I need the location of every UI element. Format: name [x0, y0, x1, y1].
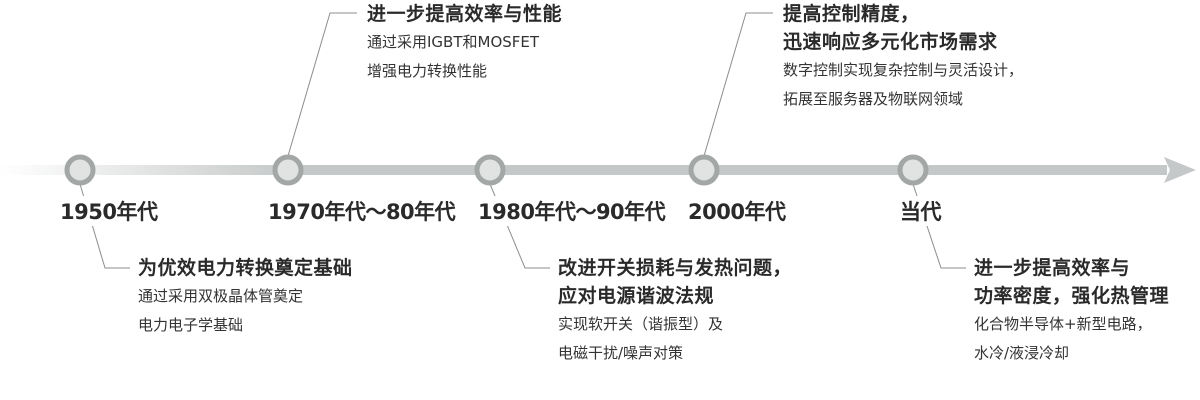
connector-1970 — [287, 12, 357, 157]
era-label-2000s: 2000年代 — [686, 196, 788, 226]
callout-desc: 电磁干扰/噪声对策 — [558, 344, 684, 362]
node-1950 — [64, 154, 96, 186]
era-label-1980s-90s: 1980年代～90年代 — [476, 196, 668, 226]
era-label-now: 当代 — [898, 196, 943, 226]
callout-desc: 水冷/液浸冷却 — [974, 344, 1070, 362]
callout-1970s-80s: 进一步提高效率与性能 通过采用IGBT和MOSFET 增强电力转换性能 — [367, 0, 562, 86]
callout-desc: 电力电子学基础 — [138, 316, 244, 334]
node-1980 — [474, 154, 506, 186]
callout-title: 为优效电力转换奠定基础 — [138, 257, 353, 279]
callout-title: 应对电源谐波法规 — [558, 285, 715, 307]
era-label-1950: 1950年代 — [58, 196, 160, 226]
callout-desc: 实现软开关（谐振型）及 — [558, 315, 724, 333]
timeline-axis — [0, 157, 1196, 183]
callout-2000s: 提高控制精度， 迅速响应多元化市场需求 数字控制实现复杂控制与灵活设计， 拓展至… — [783, 0, 1023, 114]
callout-desc: 数字控制实现复杂控制与灵活设计， — [783, 61, 1024, 79]
arrow-head-icon — [1164, 157, 1196, 183]
callout-title: 功率密度，强化热管理 — [974, 285, 1170, 307]
node-now — [897, 154, 929, 186]
callout-desc: 拓展至服务器及物联网领域 — [783, 90, 964, 108]
connector-lines — [79, 12, 966, 269]
callout-desc: 化合物半导体+新型电路， — [974, 315, 1152, 333]
callout-now: 进一步提高效率与 功率密度，强化热管理 化合物半导体+新型电路， 水冷/液浸冷却 — [974, 254, 1169, 368]
callout-title: 改进开关损耗与发热问题， — [558, 257, 793, 279]
timeline-nodes — [64, 154, 929, 186]
callout-title: 进一步提高效率与性能 — [367, 3, 563, 25]
era-label-1970s-80s: 1970年代～80年代 — [266, 196, 458, 226]
node-2000 — [688, 154, 720, 186]
callout-desc: 通过采用IGBT和MOSFET — [367, 33, 540, 51]
callout-desc: 增强电力转换性能 — [367, 62, 488, 80]
callout-title: 提高控制精度， — [783, 3, 920, 25]
callout-title: 进一步提高效率与 — [974, 257, 1131, 279]
connector-2000 — [703, 12, 773, 157]
callout-desc: 通过采用双极晶体管奠定 — [138, 287, 304, 305]
callout-1980s-90s: 改进开关损耗与发热问题， 应对电源谐波法规 实现软开关（谐振型）及 电磁干扰/噪… — [558, 254, 792, 368]
callout-1950: 为优效电力转换奠定基础 通过采用双极晶体管奠定 电力电子学基础 — [138, 254, 353, 340]
node-1970 — [272, 154, 304, 186]
callout-title: 迅速响应多元化市场需求 — [783, 31, 998, 53]
